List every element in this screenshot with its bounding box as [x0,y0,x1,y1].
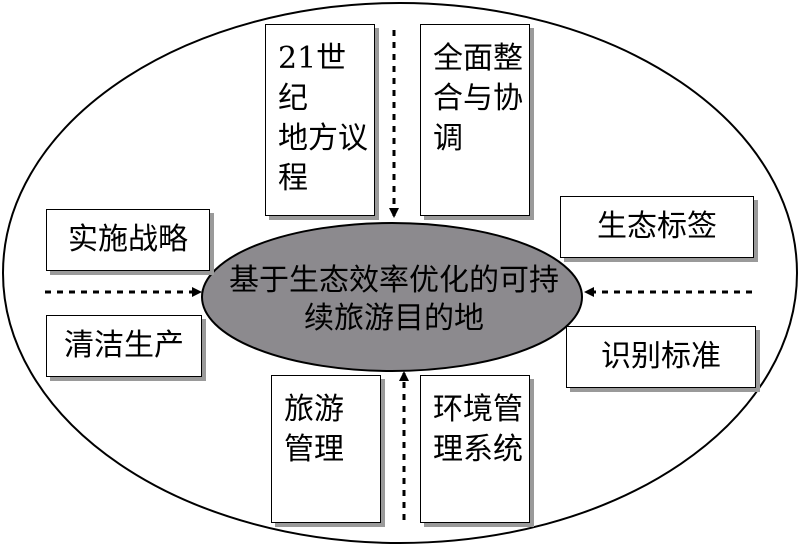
box-tourism-management: 旅游 管理 [271,375,381,523]
box-standards: 识别标准 [566,326,756,388]
box-environmental-system: 环境管 理系统 [420,375,530,523]
center-label-line-1: 基于生态效率优化的可持 [229,263,559,298]
box-strategy-label: 实施战略 [68,222,188,257]
center-label: 基于生态效率优化的可持 续旅游目的地 [210,262,578,338]
box-strategy: 实施战略 [46,209,210,271]
box-clean-production-label: 清洁生产 [64,328,184,363]
box-integration-line-2: 合与协 [433,81,523,116]
box-integration: 全面整 合与协 调 [420,24,530,216]
box-agenda-21-line-1: 21世纪 [278,41,347,116]
box-standards-label: 识别标准 [601,339,721,374]
box-tourism-management-line-2: 管理 [284,432,344,467]
box-environmental-system-line-1: 环境管 [433,392,523,427]
box-agenda-21-line-3: 程 [278,161,308,196]
center-ellipse [201,222,583,372]
center-label-line-2: 续旅游目的地 [304,301,484,336]
box-eco-label: 生态标签 [560,196,754,258]
box-agenda-21-line-2: 地方议 [278,121,368,156]
box-environmental-system-line-2: 理系统 [433,432,523,467]
box-agenda-21: 21世纪 地方议 程 [265,24,375,216]
box-eco-label-label: 生态标签 [597,209,717,244]
box-tourism-management-line-1: 旅游 [284,392,344,427]
box-clean-production: 清洁生产 [46,315,202,377]
box-integration-line-1: 全面整 [433,41,523,76]
box-integration-line-3: 调 [433,121,463,156]
